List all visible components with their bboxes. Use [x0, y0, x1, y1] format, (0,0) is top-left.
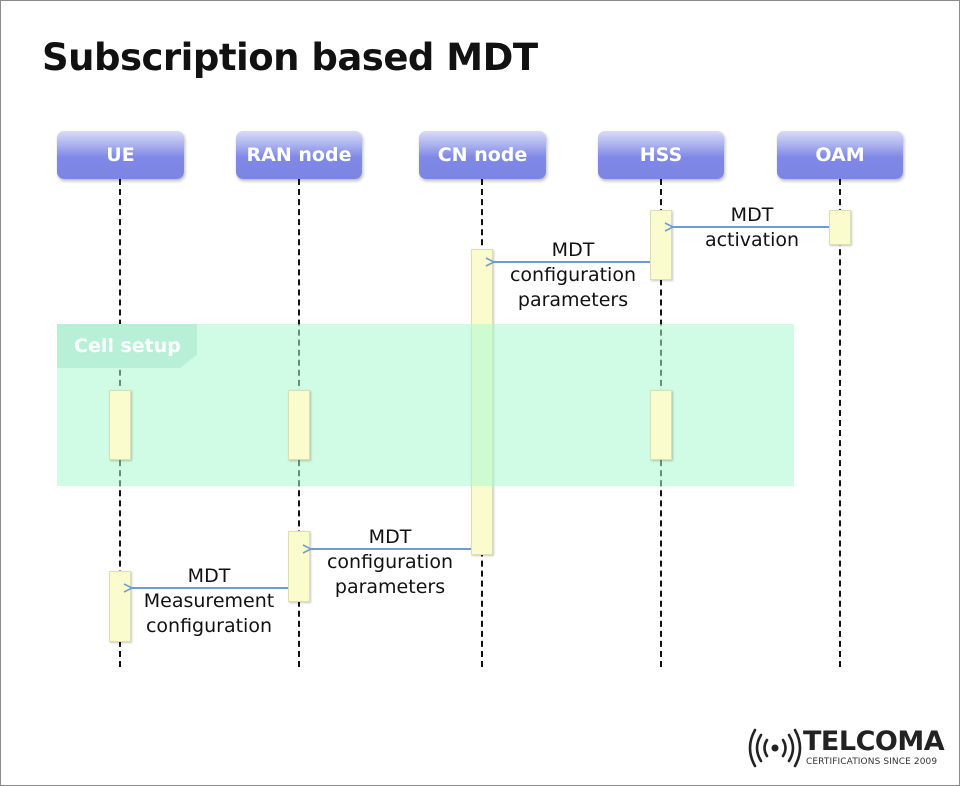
message-line: MDT	[368, 526, 412, 548]
message-line: configuration	[145, 615, 273, 637]
activation-oam	[829, 210, 851, 245]
cell-setup-label: Cell setup	[57, 324, 197, 368]
activation-ue-cell-setup	[109, 390, 131, 460]
actor-ue: UE	[57, 131, 184, 179]
logo-name: TELCOMA	[803, 726, 945, 757]
message-line: Measurement	[143, 590, 275, 612]
message-label-ran-node-to-ue: MDT Measurement configuration	[133, 564, 285, 639]
lifeline-oam	[839, 179, 841, 667]
message-label-cn-node-to-ran-node: MDT configuration parameters	[315, 525, 465, 600]
actor-oam: OAM	[777, 131, 903, 179]
message-label-hss-to-cn-node: MDT configuration parameters	[498, 238, 648, 313]
actor-ran-node: RAN node	[236, 131, 362, 179]
message-label-mdt-activation: MDT activation	[692, 203, 812, 253]
message-line: activation	[704, 229, 800, 251]
message-line: MDT	[551, 239, 595, 261]
signal-waves-icon	[748, 728, 802, 768]
logo-tagline: CERTIFICATIONS SINCE 2009	[806, 757, 938, 767]
message-line: parameters	[517, 289, 629, 311]
actor-hss: HSS	[598, 131, 724, 179]
activation-hss-cell-setup	[650, 390, 672, 460]
message-line: configuration	[326, 551, 454, 573]
message-line: MDT	[730, 204, 774, 226]
message-line: MDT	[187, 565, 231, 587]
message-line: parameters	[334, 576, 446, 598]
activation-ran-node-cell-setup	[288, 390, 310, 460]
diagram-title: Subscription based MDT	[42, 36, 538, 79]
actor-cn-node: CN node	[419, 131, 546, 179]
message-line: configuration	[509, 264, 637, 286]
